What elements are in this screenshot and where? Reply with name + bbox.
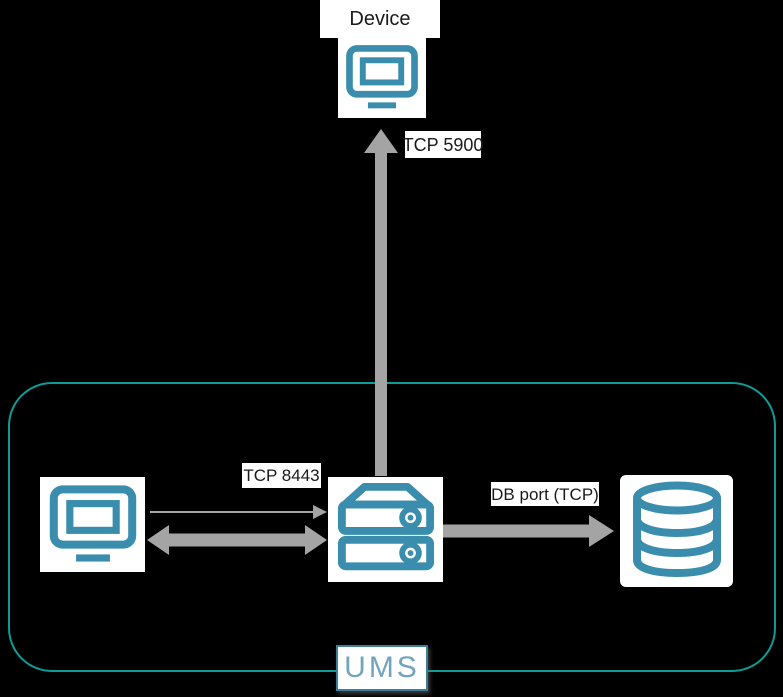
tcp5900-label: TCP 5900 bbox=[402, 131, 484, 158]
database-node bbox=[620, 475, 733, 587]
device-node bbox=[338, 38, 426, 118]
ums-badge: UMS bbox=[336, 645, 428, 691]
server-icon bbox=[337, 482, 434, 570]
tcp5900-label-text: TCP 5900 bbox=[402, 134, 484, 155]
tcp8443-label: TCP 8443 bbox=[242, 463, 321, 488]
ums-badge-text: UMS bbox=[344, 651, 420, 684]
device-label-text: Device bbox=[349, 8, 411, 30]
dbport-label-text: DB port (TCP) bbox=[491, 484, 599, 504]
monitor-icon bbox=[346, 45, 418, 109]
admin-console-node bbox=[40, 477, 145, 572]
device-label: Device bbox=[320, 0, 440, 38]
database-icon bbox=[632, 481, 721, 578]
tcp8443-label-text: TCP 8443 bbox=[243, 466, 320, 485]
dbport-label: DB port (TCP) bbox=[491, 482, 599, 506]
ums-server-node bbox=[328, 477, 443, 582]
monitor-icon bbox=[49, 484, 136, 562]
